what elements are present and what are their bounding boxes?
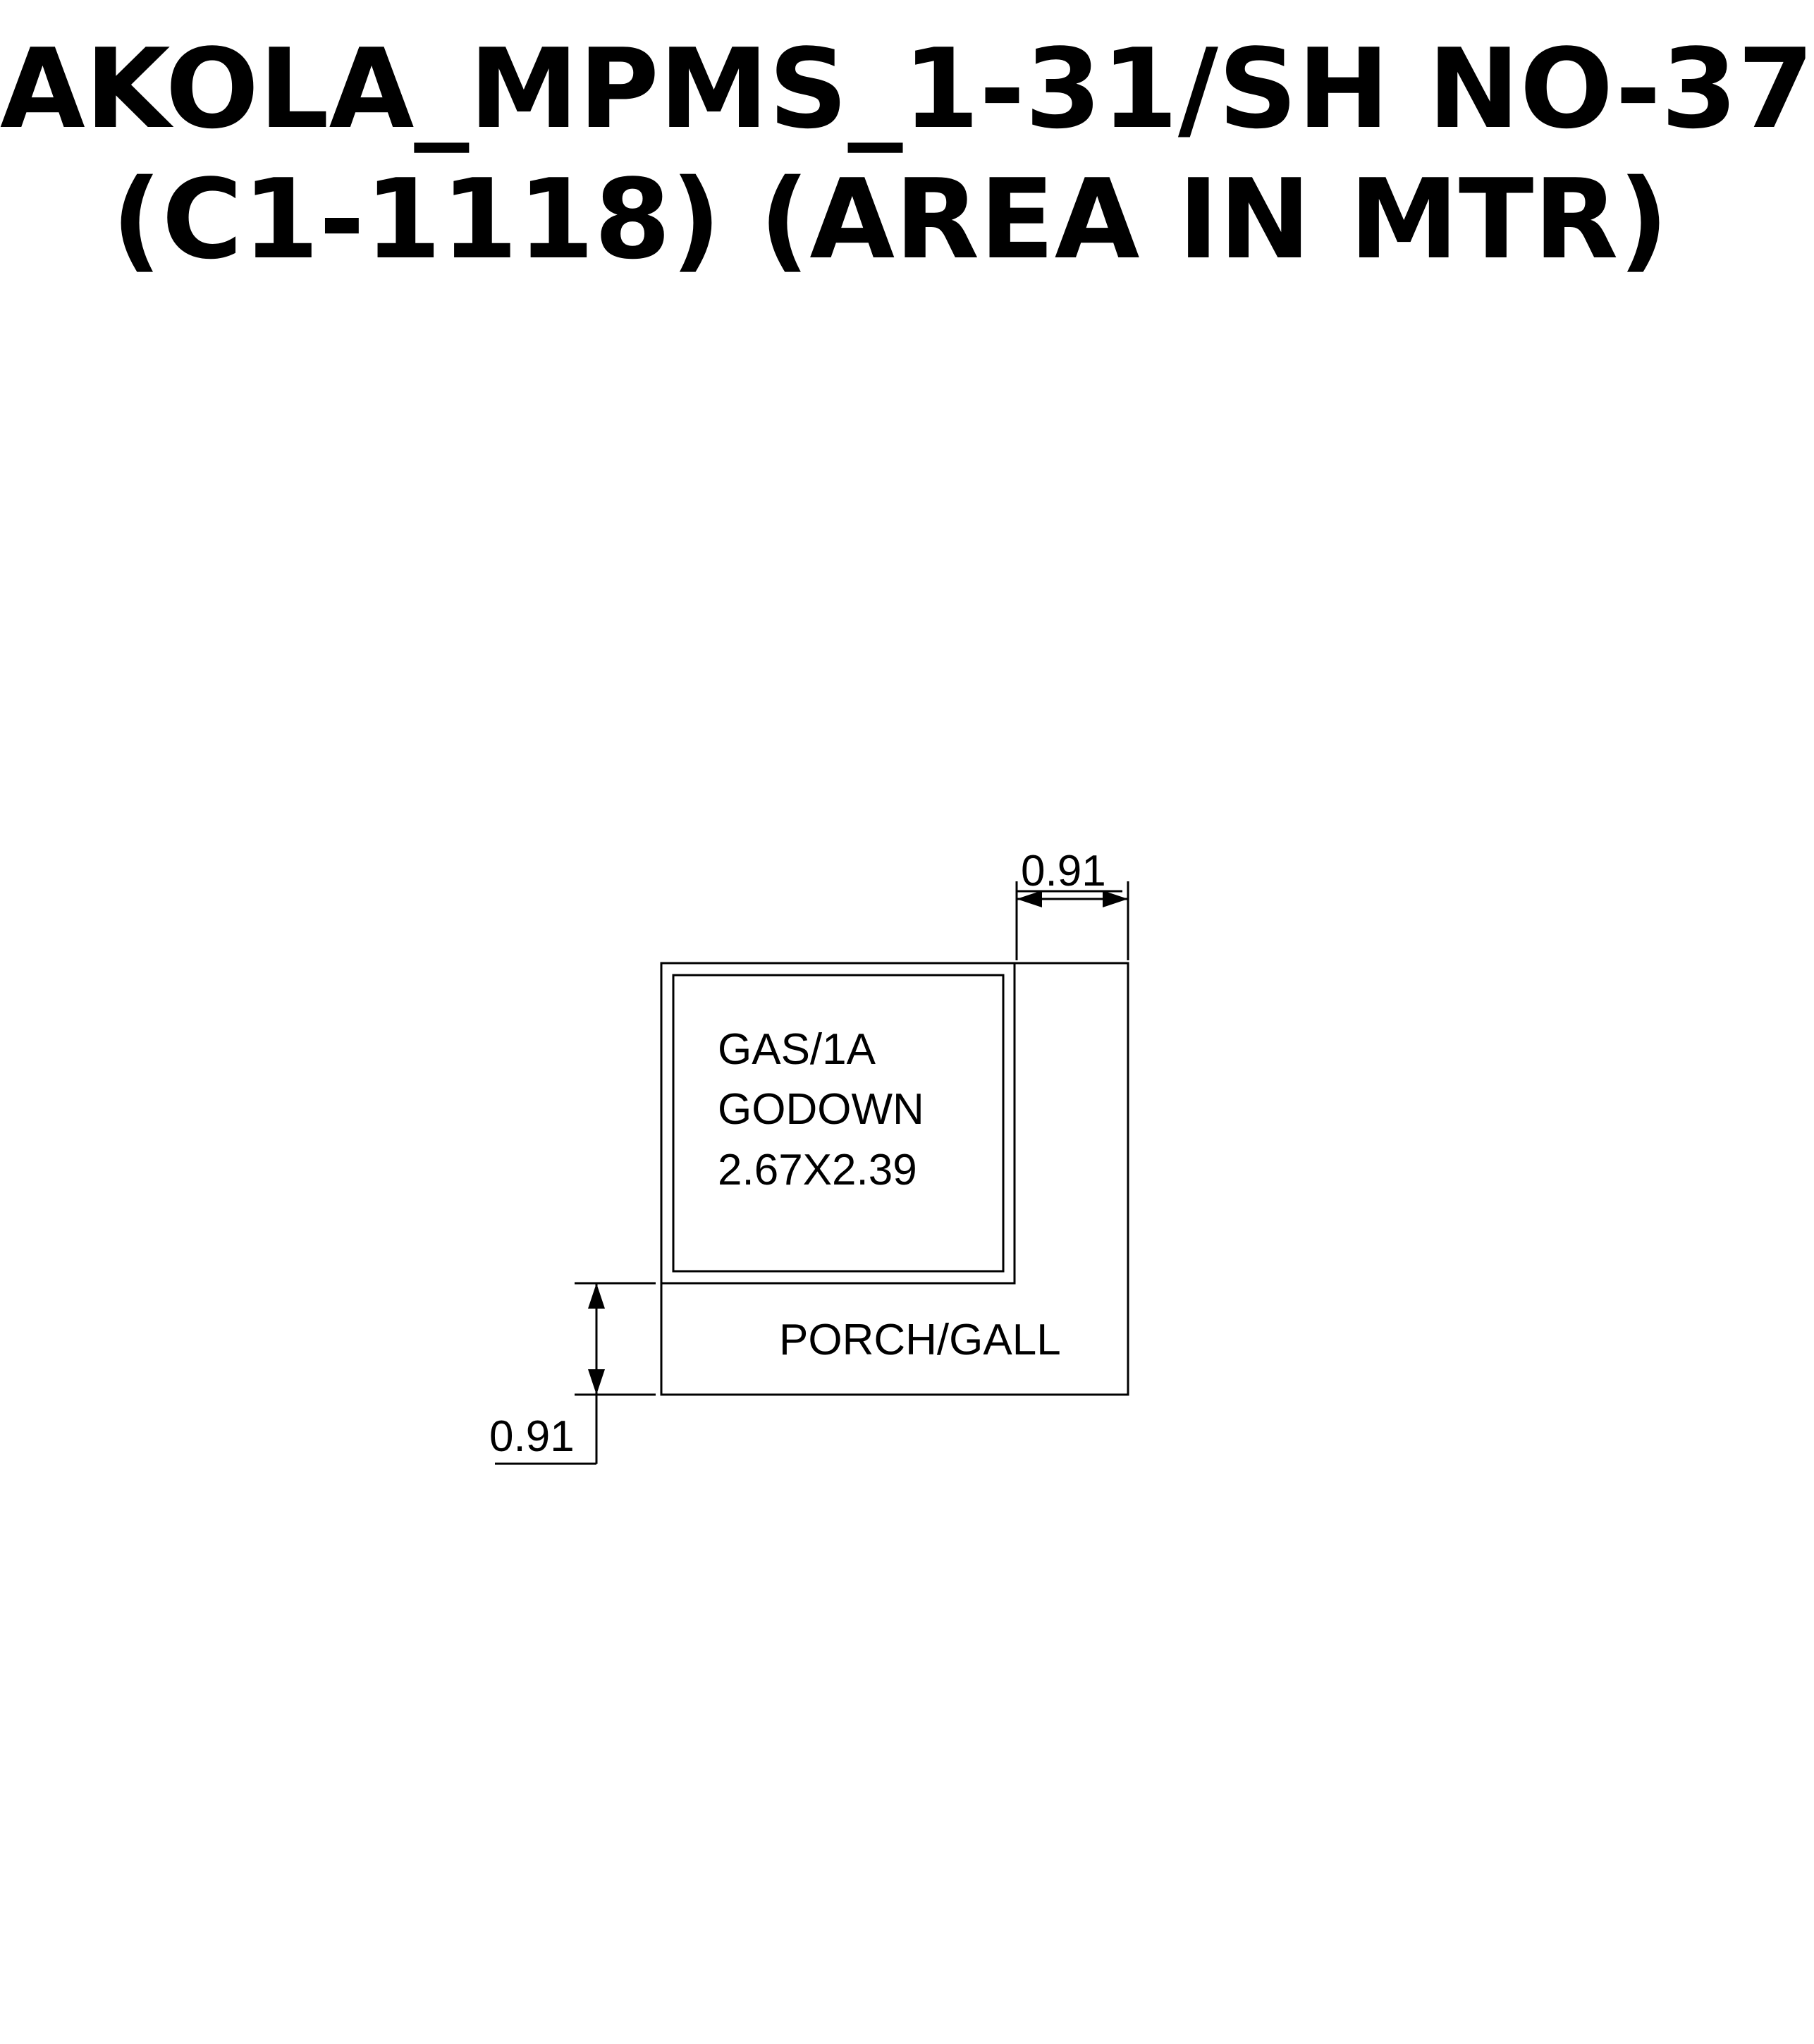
porch-label: PORCH/GALL [779, 1316, 1061, 1364]
godown-room-outer-wall [660, 962, 1016, 1285]
room-name-label: GAS/1A [718, 1025, 876, 1074]
top-dim-label: 0.91 [1021, 847, 1106, 895]
drawing-title-line-2: (C1-1118) (AREA IN MTR) [111, 155, 1669, 283]
drawing-title-line-1: AKOLA_MPMS_1-31/SH NO-37 [0, 25, 1814, 153]
room-type-label: GODOWN [718, 1085, 924, 1134]
godown-room-inner-wall [672, 974, 1005, 1273]
room-size-label: 2.67X2.39 [718, 1146, 917, 1194]
left-dim-label: 0.91 [489, 1412, 575, 1461]
